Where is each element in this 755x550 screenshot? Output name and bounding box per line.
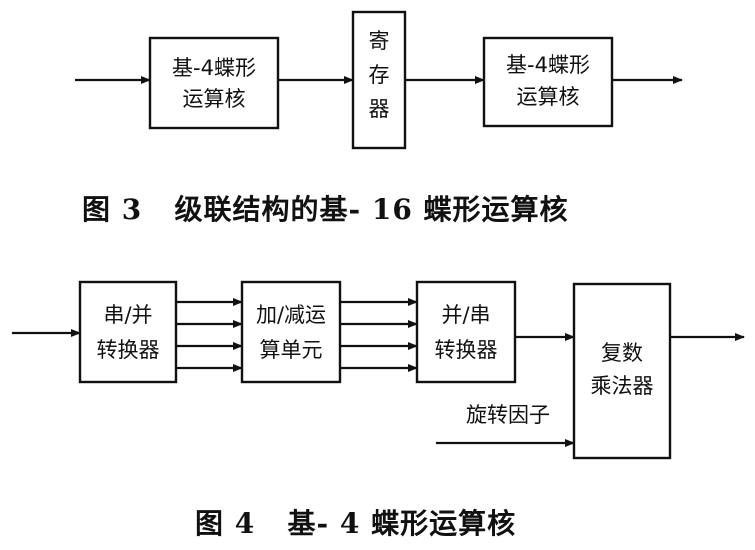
fig3-block1-label-line1: 基-4蝶形 — [172, 56, 256, 80]
fig4-mult-label-line1: 复数 — [601, 341, 643, 365]
fig4-mult-label-line2: 乘法器 — [591, 374, 654, 398]
fig3-register-char-1: 寄 — [369, 29, 390, 53]
fig4-addsub-label-line2: 算单元 — [260, 338, 323, 362]
fig3-butterfly-block-1 — [148, 36, 280, 130]
fig4-parallel-bus-2 — [340, 298, 418, 372]
fig4-sp-label-line1: 串/并 — [103, 303, 152, 327]
figure-4-caption: 图 4 基- 4 蝶形运算核 — [195, 507, 517, 540]
fig4-add-sub-block — [240, 280, 342, 384]
figure-3-caption: 图 3 级联结构的基- 16 蝶形运算核 — [82, 193, 569, 226]
fig4-addsub-label-line1: 加/减运 — [256, 303, 326, 327]
fig4-parallel-bus-1 — [176, 298, 243, 372]
fig4-complex-multiplier-block — [572, 282, 672, 460]
fig3-butterfly-block-2 — [482, 36, 614, 128]
fig4-ps-label-line2: 转换器 — [435, 338, 498, 362]
fig4-serial-parallel-block — [78, 280, 178, 384]
figure-3: 基-4蝶形 运算核 寄 存 器 基-4蝶形 运算核 — [75, 10, 683, 150]
fig3-register-char-2: 存 — [369, 63, 390, 87]
fig3-register-char-3: 器 — [369, 97, 390, 121]
fig4-twiddle-factor-label: 旋转因子 — [466, 403, 550, 427]
fig4-parallel-serial-block — [415, 280, 517, 384]
fig4-ps-label-line1: 并/串 — [441, 303, 490, 327]
fig3-block1-label-line2: 运算核 — [183, 87, 246, 111]
fig4-sp-label-line2: 转换器 — [97, 338, 160, 362]
fig3-block2-label-line2: 运算核 — [517, 85, 580, 109]
fig3-block2-label-line1: 基-4蝶形 — [506, 53, 590, 77]
figure-4: 串/并 转换器 加/减运 算单元 并/串 转换器 复数 乘法器 旋转因子 — [12, 280, 745, 460]
